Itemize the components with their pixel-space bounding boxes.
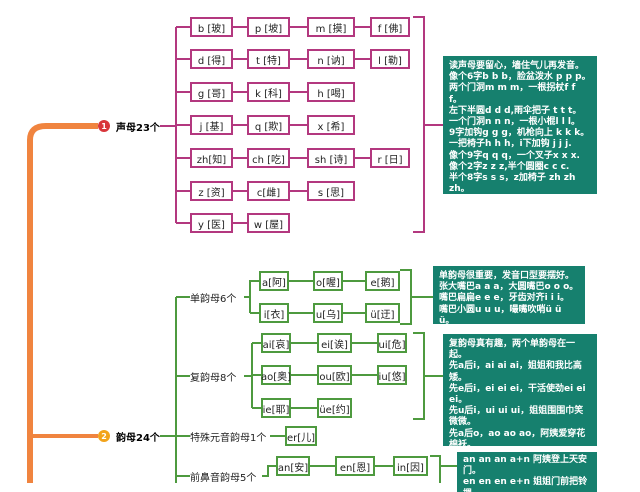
shengmu-item: q [欺]	[247, 115, 290, 135]
shengmu-item: f [佛]	[370, 17, 410, 37]
shengmu-item: k [科]	[247, 82, 290, 102]
teshu-item: er[儿]	[285, 426, 317, 446]
danyunmu-label: 单韵母6个	[190, 293, 237, 305]
number-badge-1: 1	[98, 120, 110, 132]
teshu-label: 特殊元音韵母1个	[190, 432, 267, 444]
topic-yunmu: 2 韵母24个	[98, 428, 160, 444]
fuyunmu-item: ao[奥]	[261, 365, 291, 385]
fuyunmu-item: ou[欧]	[317, 365, 352, 385]
shengmu-item: p [坡]	[247, 17, 290, 37]
danyunmu-item: ü[迂]	[365, 303, 400, 323]
qianbi-right-bracket	[430, 455, 441, 483]
shengmu-item: l [勒]	[370, 49, 410, 69]
shengmu-item: y [医]	[190, 213, 233, 233]
danyunmu-item: i[衣]	[259, 303, 289, 323]
fuyunmu-label: 复韵母8个	[190, 372, 237, 384]
shengmu-rhyme-note: 读声母要留心，墙住气儿再发音。 像个6字b b b，脸盆泼水 p p p。 两个…	[443, 56, 597, 194]
shengmu-item: ch [吃]	[247, 148, 290, 168]
shengmu-item: t [特]	[247, 49, 290, 69]
topic-shengmu-label: 声母23个	[116, 122, 160, 134]
number-badge-2: 2	[98, 430, 110, 442]
shengmu-item: s [思]	[307, 181, 355, 201]
shengmu-item: sh [诗]	[307, 148, 355, 168]
shengmu-item: d [得]	[190, 49, 233, 69]
shengmu-item: n [讷]	[307, 49, 355, 69]
fuyunmu-item: ui[危]	[377, 333, 407, 353]
qianbi-rhyme-note: an an an a+n 阿姨登上天安门。 en en en e+n 姐姐门前把…	[457, 452, 597, 492]
shengmu-item: c[雌]	[247, 181, 290, 201]
shengmu-bracket	[413, 16, 425, 233]
danyunmu-rhyme-note: 单韵母很重要，发音口型要摆好。 张大嘴巴a a a，大圆嘴巴o o o。 嘴巴扁…	[433, 266, 585, 324]
danyunmu-bracket	[244, 280, 251, 313]
shengmu-item: x [希]	[307, 115, 355, 135]
shengmu-item: m [摸]	[307, 17, 355, 37]
shengmu-item: r [日]	[370, 148, 410, 168]
shengmu-item: b [玻]	[190, 17, 233, 37]
fuyunmu-item: ie[耶]	[261, 398, 291, 418]
danyunmu-item: o[喔]	[313, 271, 343, 291]
qianbi-item: an[安]	[276, 456, 310, 476]
fuyunmu-bracket	[244, 343, 253, 408]
qianbi-label: 前鼻音韵母5个	[190, 472, 257, 484]
qianbi-item: in[因]	[393, 456, 428, 476]
trunk-line	[27, 123, 98, 483]
topic-shengmu: 1 声母23个	[98, 118, 160, 134]
danyunmu-right-bracket	[400, 269, 412, 325]
shengmu-item: g [哥]	[190, 82, 233, 102]
shengmu-item: h [喝]	[307, 82, 355, 102]
fuyunmu-item: üe[约]	[317, 398, 352, 418]
shengmu-item: zh[知]	[190, 148, 233, 168]
fuyunmu-item: iu[悠]	[377, 365, 407, 385]
shengmu-item: j [基]	[190, 115, 233, 135]
qianbi-item: en[恩]	[335, 456, 375, 476]
fuyunmu-rhyme-note: 复韵母真有趣，两个单韵母在一起。 先a后i，ai ai ai，姐姐和我比高矮。 …	[443, 334, 597, 446]
topic-yunmu-label: 韵母24个	[116, 432, 160, 444]
fuyunmu-right-bracket	[413, 332, 425, 420]
danyunmu-item: a[阿]	[259, 271, 289, 291]
shengmu-item: z [资]	[190, 181, 233, 201]
fuyunmu-item: ei[诶]	[317, 333, 352, 353]
qianbi-bracket	[262, 465, 276, 477]
danyunmu-item: e[鹅]	[365, 271, 400, 291]
danyunmu-item: u[乌]	[313, 303, 343, 323]
shengmu-item: w [屋]	[247, 213, 290, 233]
fuyunmu-item: ai[哀]	[261, 333, 291, 353]
